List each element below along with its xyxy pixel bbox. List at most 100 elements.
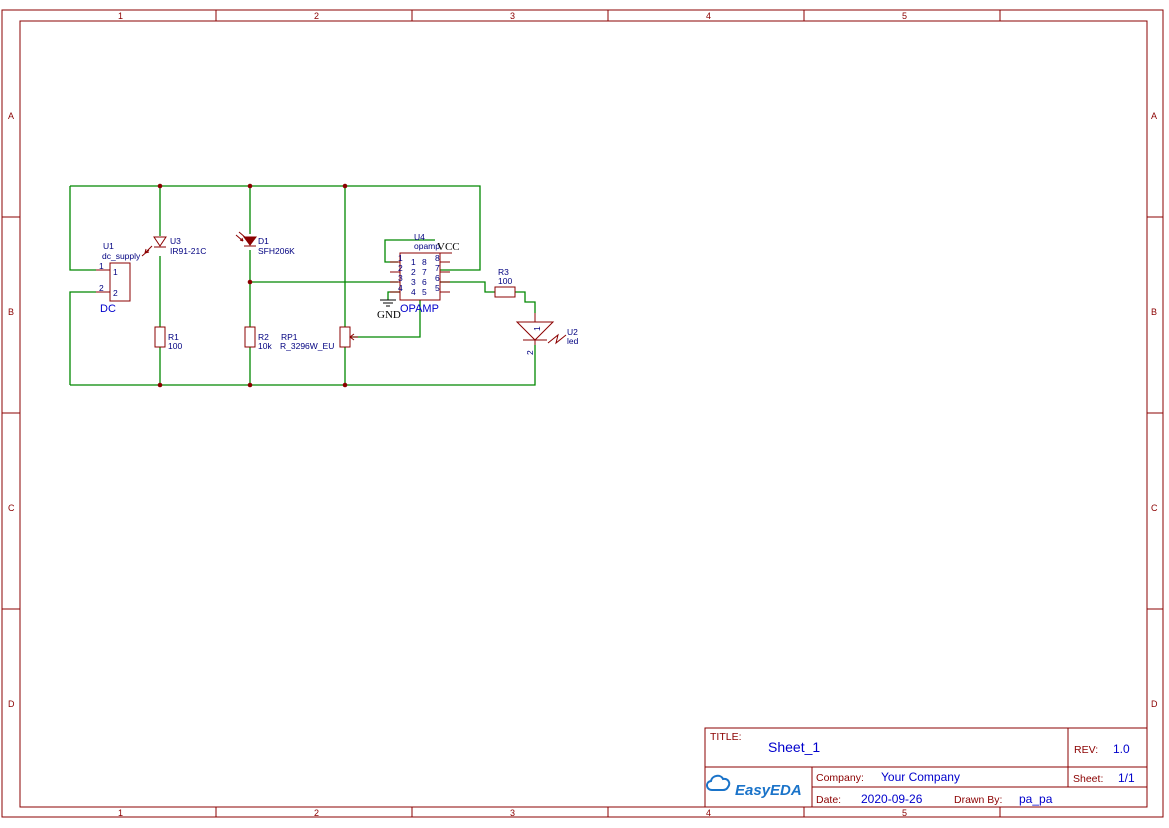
- u1-ref: U1: [103, 241, 114, 251]
- u1-value: dc_supply: [102, 251, 141, 261]
- u2-pin1: 1: [532, 326, 542, 331]
- component-u1-dc-supply[interactable]: U1 dc_supply 1 2 1 2 DC: [96, 241, 141, 315]
- wire-r3-led: [515, 291, 536, 313]
- junctions: [157, 183, 348, 388]
- d1-ref: D1: [258, 236, 269, 246]
- col-label-bottom-2: 2: [314, 808, 319, 818]
- row-label-left-d: D: [8, 699, 15, 709]
- u4-inner-right-5: 5: [422, 287, 427, 297]
- u4-inner-right-7: 7: [422, 267, 427, 277]
- r2-value: 10k: [258, 341, 272, 351]
- date-key: Date:: [816, 794, 841, 806]
- u3-value: IR91-21C: [170, 246, 206, 256]
- sheet-title: Sheet_1: [768, 739, 820, 755]
- row-label-right-d: D: [1151, 699, 1158, 709]
- row-label-left-a: A: [8, 111, 14, 121]
- date-value: 2020-09-26: [861, 792, 923, 806]
- u2-ref: U2: [567, 327, 578, 337]
- u1-pin1-outer: 1: [99, 261, 104, 271]
- company-value: Your Company: [881, 770, 960, 784]
- u4-left-pin-2: 2: [398, 263, 403, 273]
- company-key: Company:: [816, 772, 864, 784]
- u4-value: opamp: [414, 241, 440, 251]
- u1-pin2-outer: 2: [99, 283, 104, 293]
- r3-ref: R3: [498, 267, 509, 277]
- u1-pin2-inner: 2: [113, 288, 118, 298]
- r1-value: 100: [168, 341, 182, 351]
- r3-value: 100: [498, 276, 512, 286]
- col-label-top-5: 5: [902, 11, 907, 21]
- sheet-frame: [1, 9, 1164, 818]
- col-label-bottom-5: 5: [902, 808, 907, 818]
- logo-text: EasyEDA: [735, 782, 802, 799]
- junction-dot: [342, 382, 348, 388]
- row-label-right-b: B: [1151, 307, 1157, 317]
- sheet-key: Sheet:: [1073, 773, 1103, 785]
- junction-dot: [247, 183, 253, 189]
- drawn-by-value: pa_pa: [1019, 792, 1053, 806]
- u4-inner-left-1: 1: [411, 257, 416, 267]
- wire-u1-pin1: [69, 186, 96, 271]
- u4-ref: U4: [414, 232, 425, 242]
- u4-right-pin-5: 5: [435, 283, 440, 293]
- u1-pin1-inner: 1: [113, 267, 118, 277]
- col-label-bottom-1: 1: [118, 808, 123, 818]
- u4-left-pin-3: 3: [398, 273, 403, 283]
- sheet-value: 1/1: [1118, 771, 1135, 785]
- junction-dot: [157, 382, 163, 388]
- col-label-top-2: 2: [314, 11, 319, 21]
- u4-left-pin-4: 4: [398, 283, 403, 293]
- component-r1-resistor[interactable]: R1 100: [154, 326, 182, 351]
- row-label-left-c: C: [8, 503, 15, 513]
- rp1-value: R_3296W_EU: [280, 341, 334, 351]
- component-r2-resistor[interactable]: R2 10k: [244, 326, 272, 351]
- d1-value: SFH206K: [258, 246, 295, 256]
- wire-u1-pin2: [69, 291, 96, 385]
- wire-top-rail: [70, 185, 481, 271]
- wire-bottom-rail: [70, 345, 536, 386]
- junction-dot: [247, 279, 253, 285]
- vcc-label: VCC: [437, 241, 460, 253]
- drawn-by-key: Drawn By:: [954, 794, 1002, 806]
- gnd-label: GND: [377, 309, 401, 321]
- u3-ref: U3: [170, 236, 181, 246]
- u4-label: OPAMP: [400, 303, 439, 315]
- component-u3-ir-led[interactable]: U3 IR91-21C: [141, 236, 206, 257]
- u4-inner-left-3: 3: [411, 277, 416, 287]
- title-key: TITLE:: [710, 731, 742, 743]
- gnd-port: GND: [377, 299, 401, 321]
- easyeda-logo: EasyEDA: [706, 774, 802, 799]
- u4-inner-left-4: 4: [411, 287, 416, 297]
- col-label-bottom-4: 4: [706, 808, 711, 818]
- row-label-left-b: B: [8, 307, 14, 317]
- component-rp1-potentiometer[interactable]: RP1 R_3296W_EU: [280, 326, 358, 351]
- title-block: TITLE: Sheet_1 REV: 1.0 EasyEDA Company:…: [704, 727, 1148, 808]
- wires: [69, 185, 536, 386]
- u4-left-pin-1: 1: [398, 253, 403, 263]
- junction-dot: [342, 183, 348, 189]
- component-d1-photodiode[interactable]: D1 SFH206K: [235, 231, 295, 256]
- vcc-port: VCC: [437, 241, 460, 262]
- r2-ref: R2: [258, 332, 269, 342]
- component-u2-led[interactable]: 1 2 U2 led: [515, 313, 579, 355]
- u2-value: led: [567, 336, 579, 346]
- junction-dot: [247, 382, 253, 388]
- u4-inner-left-2: 2: [411, 267, 416, 277]
- row-label-right-a: A: [1151, 111, 1157, 121]
- zone-labels: 1 2 3 4 5 1 2 3 4 5 A B C D A B C D: [8, 11, 1158, 818]
- col-label-top-4: 4: [706, 11, 711, 21]
- junction-dot: [157, 183, 163, 189]
- u1-label: DC: [100, 303, 116, 315]
- u4-inner-right-6: 6: [422, 277, 427, 287]
- component-r3-resistor[interactable]: R3 100: [494, 267, 516, 298]
- u4-right-pin-6: 6: [435, 273, 440, 283]
- rp1-ref: RP1: [281, 332, 298, 342]
- wire-rp1-wiper: [350, 300, 421, 338]
- wire-opamp-gnd: [387, 291, 400, 300]
- r1-ref: R1: [168, 332, 179, 342]
- u4-right-pin-7: 7: [435, 263, 440, 273]
- u2-pin2: 2: [525, 350, 535, 355]
- row-label-right-c: C: [1151, 503, 1158, 513]
- component-u4-opamp[interactable]: U4 opamp 1 2 3 4 1 2 3 4 8 7 6 5 8 7 6 5…: [390, 232, 450, 315]
